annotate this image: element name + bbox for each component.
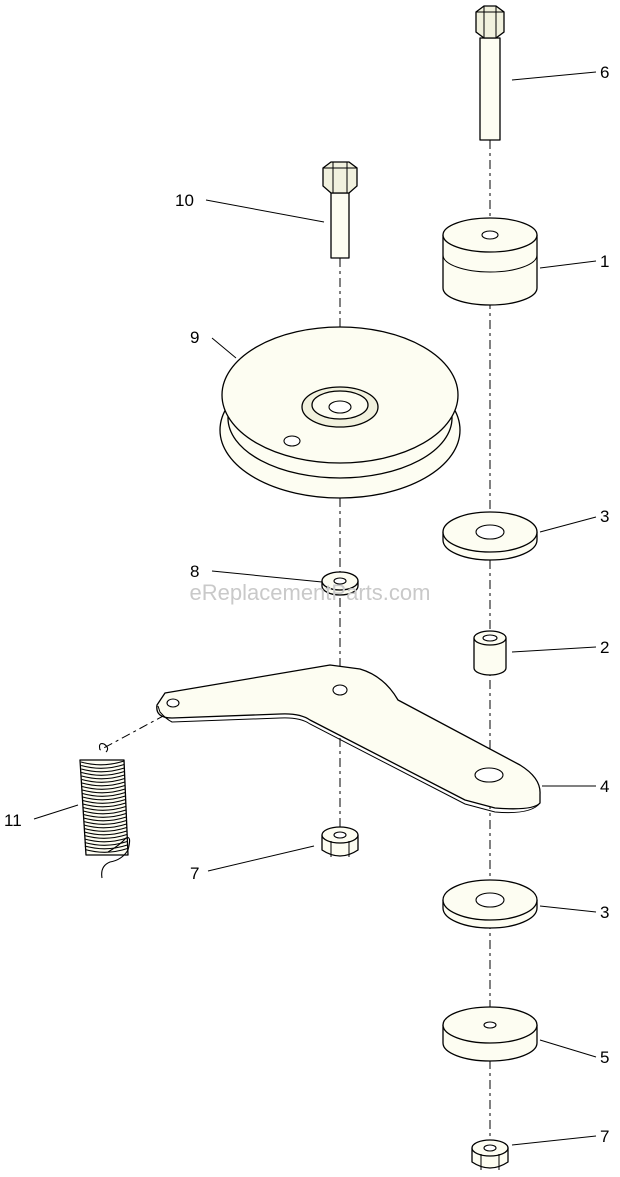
part-9-pulley xyxy=(219,326,461,499)
spring-coil xyxy=(81,781,126,787)
callout-3-upper: 3 xyxy=(600,507,609,526)
part-7-flange-nut-bottom xyxy=(471,1139,509,1170)
part-6-long-bolt xyxy=(475,5,505,141)
spring-coil xyxy=(83,823,127,829)
part-10-short-bolt xyxy=(322,161,358,259)
callout-7-bottom: 7 xyxy=(600,1127,609,1146)
spring-coil xyxy=(82,798,126,804)
spring-coil xyxy=(84,837,128,843)
spring-coil xyxy=(83,816,127,822)
callout-2: 2 xyxy=(600,638,609,657)
spring-coil xyxy=(83,826,127,832)
callout-11: 11 xyxy=(4,811,22,830)
callout-6: 6 xyxy=(600,63,609,82)
part-1-spacer xyxy=(442,217,538,306)
spring-coil xyxy=(84,833,128,839)
assembly-axis-lines xyxy=(99,140,491,1160)
callout-5: 5 xyxy=(600,1048,609,1067)
callout-7-middle: 7 xyxy=(190,864,199,883)
spring-coil xyxy=(82,788,126,794)
spring-coil xyxy=(80,760,125,766)
spring-coil xyxy=(84,840,128,846)
part-4-idler-arm xyxy=(156,664,541,814)
watermark: eReplacementParts.com xyxy=(190,580,431,605)
part-2-bushing xyxy=(473,630,507,676)
spring-coil xyxy=(83,819,127,825)
part-5-spacer-washer xyxy=(442,1006,538,1062)
spring-coil xyxy=(81,767,125,773)
callout-4: 4 xyxy=(600,777,609,796)
callout-1: 1 xyxy=(600,252,609,271)
spring-coil xyxy=(81,770,125,776)
spring-coil xyxy=(83,812,127,818)
part-7-flange-nut-middle xyxy=(321,826,359,857)
spring-coil xyxy=(84,844,128,850)
spring-coil xyxy=(81,777,125,783)
part-3-washer-lower xyxy=(442,879,538,929)
spring-coil xyxy=(83,809,127,815)
spring-coil xyxy=(82,802,126,808)
spring-coil xyxy=(82,791,126,797)
spring-coil xyxy=(82,795,126,801)
spring-coil xyxy=(81,784,126,790)
part-3-washer-upper xyxy=(442,511,538,561)
callout-9: 9 xyxy=(190,328,199,347)
callout-labels: 6 1 3 2 4 3 5 7 10 9 8 7 11 xyxy=(4,63,609,1146)
part-8-small-washer xyxy=(321,571,359,596)
spring-coil xyxy=(84,830,127,836)
callout-3-lower: 3 xyxy=(600,903,609,922)
leader-lines xyxy=(33,71,597,1146)
spring-coil xyxy=(84,847,128,853)
part-11-spring xyxy=(79,743,131,879)
spring-coil xyxy=(81,763,125,769)
spring-coil xyxy=(81,774,125,780)
spring-coil xyxy=(82,805,126,811)
callout-8: 8 xyxy=(190,562,199,581)
callout-10: 10 xyxy=(175,191,194,210)
